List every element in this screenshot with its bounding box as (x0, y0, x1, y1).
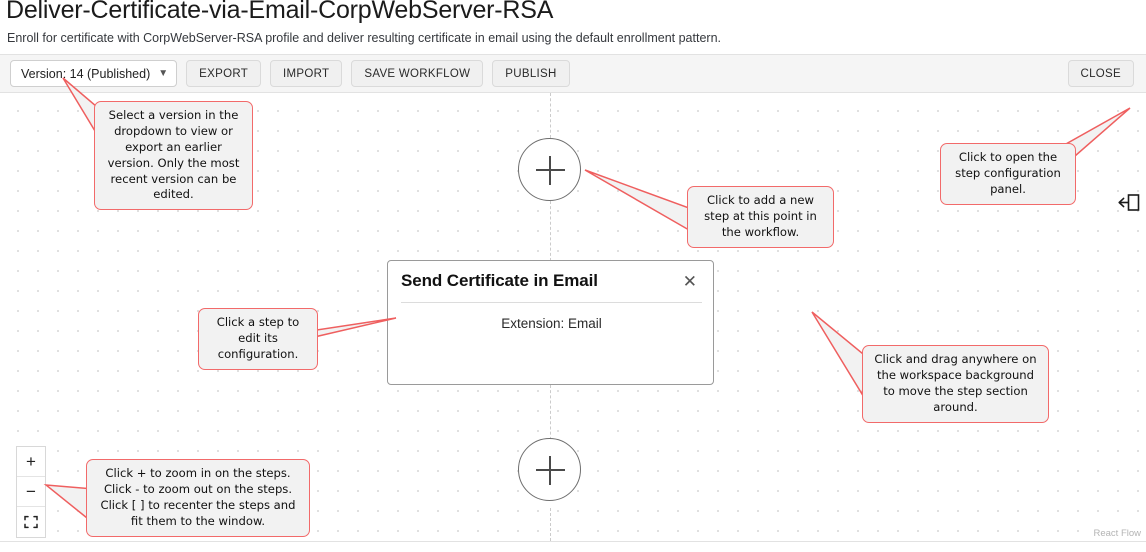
connector-top (550, 93, 551, 138)
add-step-node-top[interactable] (518, 138, 581, 201)
zoom-in-button[interactable]: + (17, 447, 45, 477)
connector-mid (550, 201, 551, 261)
close-icon[interactable]: ✕ (682, 271, 697, 291)
import-button[interactable]: IMPORT (270, 60, 343, 87)
toolbar-left-group: Version: 14 (Published) ▼ EXPORT IMPORT … (0, 60, 570, 87)
open-config-panel-button[interactable] (1118, 193, 1140, 213)
callout-zoom-controls: Click + to zoom in on the steps. Click -… (86, 459, 310, 537)
version-select-value: Version: 14 (Published) (21, 66, 151, 81)
fit-view-button[interactable] (17, 507, 45, 537)
version-select[interactable]: Version: 14 (Published) ▼ (10, 60, 178, 87)
callout-config-panel: Click to open the step configuration pan… (940, 143, 1076, 205)
zoom-controls: + − (16, 446, 46, 538)
step-card-divider (401, 302, 702, 303)
page-title: Deliver-Certificate-via-Email-CorpWebSer… (6, 0, 554, 24)
step-card-body: Extension: Email (501, 316, 602, 331)
callout-edit-step: Click a step to edit its configuration. (198, 308, 318, 370)
panel-open-left-arrow-icon (1118, 194, 1140, 211)
react-flow-attribution: React Flow (1090, 527, 1144, 540)
step-card-title: Send Certificate in Email (401, 271, 598, 290)
toolbar-right-group: CLOSE (1067, 60, 1146, 87)
workflow-step-card[interactable]: Send Certificate in Email ✕ Extension: E… (387, 260, 714, 385)
callout-drag-workspace: Click and drag anywhere on the workspace… (862, 345, 1049, 423)
chevron-down-icon: ▼ (158, 67, 169, 79)
zoom-out-button[interactable]: − (17, 477, 45, 507)
page-header: Deliver-Certificate-via-Email-CorpWebSer… (0, 0, 1146, 54)
connector-lower (550, 385, 551, 445)
callout-add-step: Click to add a new step at this point in… (687, 186, 834, 248)
add-step-node-bottom[interactable] (518, 438, 581, 501)
page-subtitle: Enroll for certificate with CorpWebServe… (7, 31, 721, 45)
publish-button[interactable]: PUBLISH (492, 60, 570, 87)
callout-version-dropdown: Select a version in the dropdown to view… (94, 101, 253, 211)
pointer-edit-step (309, 317, 397, 339)
workflow-toolbar: Version: 14 (Published) ▼ EXPORT IMPORT … (0, 54, 1146, 93)
connector-bottom (550, 508, 551, 541)
pointer-add-step (584, 169, 690, 232)
close-button[interactable]: CLOSE (1067, 60, 1134, 87)
fit-view-icon (24, 515, 38, 529)
save-workflow-button[interactable]: SAVE WORKFLOW (351, 60, 484, 87)
step-card-header: Send Certificate in Email ✕ (388, 261, 713, 301)
export-button[interactable]: EXPORT (186, 60, 262, 87)
canvas-bottom-divider (0, 541, 1146, 542)
